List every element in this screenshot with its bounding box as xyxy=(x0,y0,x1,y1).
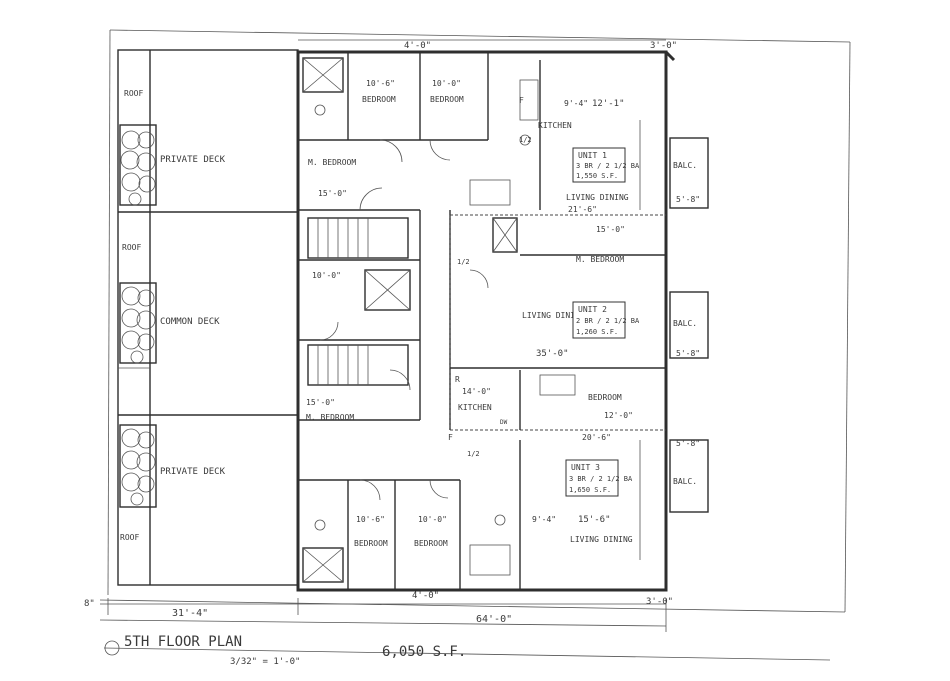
balcony-label-1: BALC. xyxy=(673,161,697,170)
unit-2-area: 1,260 S.F. xyxy=(576,328,618,336)
balcony-label-2: BALC. xyxy=(673,319,697,328)
dim-14-0: 14'-0" xyxy=(462,387,491,396)
private-deck-label-bottom: PRIVATE DECK xyxy=(160,467,226,477)
unit-3-tag: UNIT 3 3 BR / 2 1/2 BA 1,650 S.F. xyxy=(565,459,633,497)
dim-15-0-right: 15'-0" xyxy=(596,225,625,234)
bedroom-label-1: BEDROOM xyxy=(362,95,396,104)
m-bedroom-label-2: M. BEDROOM xyxy=(576,255,624,264)
half-bath-tag-3: 1/2 xyxy=(467,450,480,458)
unit-2-tag: UNIT 2 2 BR / 2 1/2 BA 1,260 S.F. xyxy=(572,301,640,339)
dim-12-1: 12'-1" xyxy=(592,99,625,109)
dim-10-6: 10'-6" xyxy=(366,79,395,88)
unit-3-type: 3 BR / 2 1/2 BA xyxy=(569,475,633,483)
dim-10-0-mid: 10'-0" xyxy=(312,271,341,280)
dim-9-4-top: 9'-4" xyxy=(564,99,588,108)
dim-bottom-3: 3'-0" xyxy=(646,597,673,607)
roof-label-middle: ROOF xyxy=(122,243,141,252)
roof-label-bottom: ROOF xyxy=(120,533,139,542)
kitchen-label-1: KITCHEN xyxy=(538,121,572,130)
dim-64-0: 64'-0" xyxy=(476,614,512,625)
dim-10-0-top: 10'-0" xyxy=(432,79,461,88)
common-deck-label: COMMON DECK xyxy=(160,317,220,327)
m-bedroom-label-3: M. BEDROOM xyxy=(306,413,354,422)
dim-12-0: 12'-0" xyxy=(604,411,633,420)
range-tag-2: R xyxy=(455,375,460,384)
site-boundary xyxy=(99,29,851,613)
bedroom-label-2: BEDROOM xyxy=(430,95,464,104)
m-bedroom-label-1: M. BEDROOM xyxy=(308,158,356,167)
fridge-tag-1: F xyxy=(519,96,524,105)
dim-21-6: 21'-6" xyxy=(568,205,597,214)
bedroom-label-5: BEDROOM xyxy=(414,539,448,548)
unit-1-name: UNIT 1 xyxy=(578,151,607,160)
plan-scale: 3/32" = 1'-0" xyxy=(230,657,300,667)
dim-bottom-4: 4'-0" xyxy=(412,591,439,601)
bedroom-label-3: BEDROOM xyxy=(588,393,622,402)
dim-8-inch: 8" xyxy=(84,599,95,609)
dim-31-4: 31'-4" xyxy=(172,608,208,619)
dim-13-0: 15'-0" xyxy=(306,398,335,407)
unit-1-tag: UNIT 1 3 BR / 2 1/2 BA 1,550 S.F. xyxy=(572,147,640,183)
half-bath-tag-2: 1/2 xyxy=(457,258,470,266)
building-walls xyxy=(296,50,709,592)
unit-3-name: UNIT 3 xyxy=(571,463,600,472)
dim-5-8-top: 5'-8" xyxy=(676,195,700,204)
unit-1-area: 1,550 S.F. xyxy=(576,172,618,180)
dim-10-0-bottom: 10'-0" xyxy=(418,515,447,524)
dim-15-0-left: 15'-0" xyxy=(318,189,347,198)
kitchen-label-2: KITCHEN xyxy=(458,403,492,412)
living-dining-label-2: LIVING DINING xyxy=(522,311,585,320)
dim-35-0: 35'-0" xyxy=(536,349,569,359)
living-dining-label-3: LIVING DINING xyxy=(570,535,633,544)
plan-title: 5TH FLOOR PLAN xyxy=(124,634,242,650)
dim-top-3: 3'-0" xyxy=(650,41,677,51)
roof-label-top: ROOF xyxy=(124,89,143,98)
planter-bottom xyxy=(119,424,157,508)
unit-1-type: 3 BR / 2 1/2 BA xyxy=(576,162,640,170)
private-deck-label-top: PRIVATE DECK xyxy=(160,155,226,165)
dim-20-6: 20'-6" xyxy=(582,433,611,442)
unit-3-area: 1,650 S.F. xyxy=(569,486,611,494)
dw-tag-2: DW xyxy=(500,419,508,426)
plan-area: 6,050 S.F. xyxy=(382,644,466,660)
unit-2-type: 2 BR / 2 1/2 BA xyxy=(576,317,640,325)
dim-5-8-bottom: 5'-8" xyxy=(676,439,700,448)
bedroom-label-4: BEDROOM xyxy=(354,539,388,548)
planter-top xyxy=(119,124,157,206)
dim-5-8-mid: 5'-8" xyxy=(676,349,700,358)
dim-10-6-bottom: 10'-6" xyxy=(356,515,385,524)
dimension-lines xyxy=(99,39,667,632)
title-block: 5TH FLOOR PLAN 3/32" = 1'-0" 6,050 S.F. xyxy=(103,634,831,667)
half-bath-tag-1: 1/2 xyxy=(519,136,532,144)
balcony-label-3: BALC. xyxy=(673,477,697,486)
dim-top-4: 4'-0" xyxy=(404,41,431,51)
planter-middle xyxy=(119,282,157,364)
fridge-tag-3: F xyxy=(448,433,453,442)
dim-15-6: 15'-6" xyxy=(578,515,611,525)
living-dining-label-1: LIVING DINING xyxy=(566,193,629,202)
dim-9-4-bottom: 9'-4" xyxy=(532,515,556,524)
unit-2-name: UNIT 2 xyxy=(578,305,607,314)
